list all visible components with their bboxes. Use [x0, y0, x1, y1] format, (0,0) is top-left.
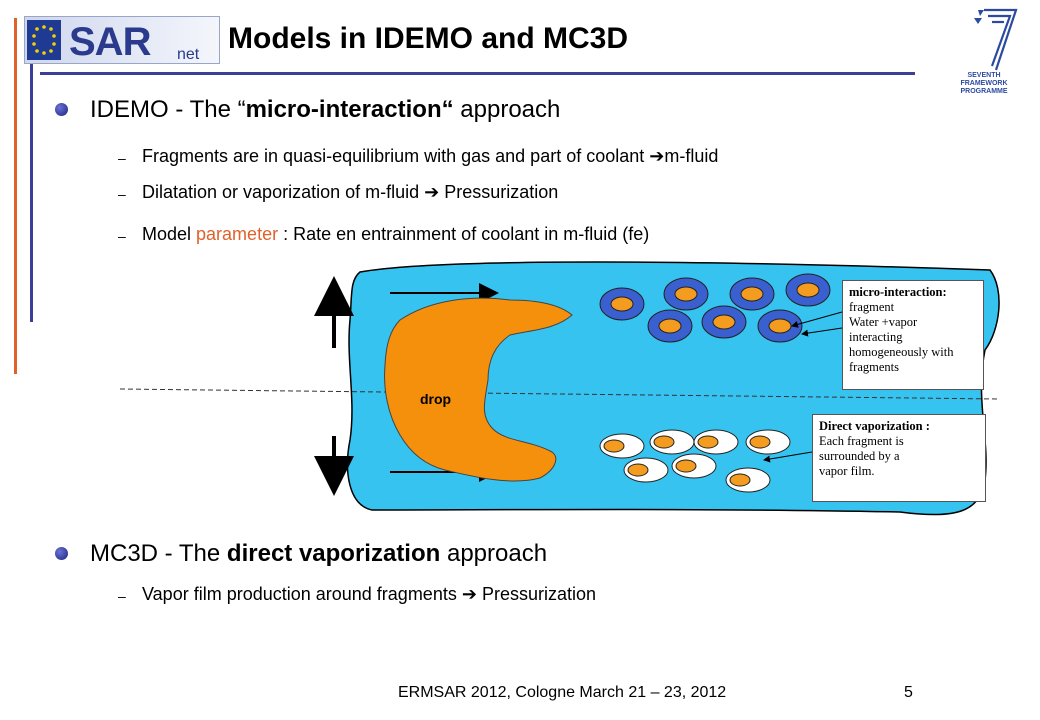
- page-number: 5: [904, 684, 913, 701]
- dash-4: –: [118, 588, 126, 604]
- arrow-icon: ➔: [424, 182, 440, 202]
- drop-label: drop: [420, 391, 452, 407]
- micro-note-line-5: fragments: [849, 360, 899, 374]
- bullet-mc3d: MC3D - The direct vaporization approach: [90, 540, 547, 568]
- fp7-logo: SEVENTH FRAMEWORK PROGRAMME: [944, 6, 1024, 95]
- subitem-vapor-text: Vapor film production around fragments: [142, 584, 462, 604]
- param-pre: Model: [142, 224, 197, 244]
- dash-2: –: [118, 186, 126, 202]
- page-title: Models in IDEMO and MC3D: [228, 22, 629, 55]
- left-blue-rule: [30, 60, 33, 322]
- micro-note-line-4: homogeneously with: [849, 345, 954, 359]
- bullet-dot-mc3d: [55, 547, 68, 560]
- micro-note-line-1: fragment: [849, 300, 895, 314]
- mc3d-post: approach: [440, 540, 548, 567]
- direct-note-line-0: Direct vaporization :: [819, 419, 930, 433]
- subitem-dilatation-text: Dilatation or vaporization of m-fluid: [142, 182, 425, 202]
- idemo-bold: micro-interaction“: [245, 96, 454, 123]
- micro-note-line-0: micro-interaction:: [849, 285, 947, 299]
- fp7-label-2: PROGRAMME: [960, 88, 1008, 95]
- pointer-vapor: [763, 451, 813, 463]
- direct-note-line-1: Each fragment is: [819, 434, 904, 448]
- vapor-fragments: [599, 429, 791, 493]
- arrow-icon: ➔: [461, 584, 477, 604]
- subitem-fragments: Fragments are in quasi-equilibrium with …: [142, 146, 718, 167]
- title-underline: [40, 72, 915, 75]
- svg-text:net: net: [177, 46, 200, 63]
- param-highlight: parameter: [196, 224, 279, 244]
- direct-note-line-2: surrounded by a: [819, 449, 900, 463]
- direct-vaporization-note: Direct vaporization : Each fragment is s…: [812, 414, 986, 502]
- subitem-fragments-tail: m-fluid: [664, 146, 719, 166]
- direct-note-line-3: vapor film.: [819, 464, 875, 478]
- micro-fragments: [599, 273, 831, 343]
- micro-note-line-2: Water +vapor: [849, 315, 918, 329]
- subitem-vapor-tail: Pressurization: [476, 584, 596, 604]
- subitem-fragments-text: Fragments are in quasi-equilibrium with …: [142, 146, 650, 166]
- idemo-post: approach: [453, 96, 561, 123]
- fp7-seven-icon: [974, 8, 1018, 71]
- arrow-icon: ➔: [649, 146, 665, 166]
- left-red-rule: [14, 18, 17, 374]
- footer-text: ERMSAR 2012, Cologne March 21 – 23, 2012: [398, 684, 727, 701]
- subitem-dilatation-tail: Pressurization: [439, 182, 559, 202]
- pointer-water: [801, 327, 843, 337]
- drop-shape: [384, 297, 573, 482]
- subitem-vapor-film: Vapor film production around fragments ➔…: [142, 584, 596, 605]
- level-line: [119, 388, 1001, 400]
- subitem-parameter: Model parameter : Rate en entrainment of…: [142, 224, 649, 245]
- eu-flag-icon: SAR net: [27, 20, 200, 63]
- fp7-label-1: SEVENTH FRAMEWORK: [960, 72, 1008, 87]
- micro-interaction-note: micro-interaction: fragment Water +vapor…: [842, 280, 984, 390]
- svg-text:SAR: SAR: [69, 20, 152, 63]
- mc3d-bold: direct vaporization: [226, 540, 441, 567]
- bullet-dot-idemo: [55, 103, 68, 116]
- dash-3: –: [118, 228, 126, 244]
- bullet-idemo: IDEMO - The “micro-interaction“ approach: [90, 96, 560, 124]
- param-post: : Rate en entrainment of coolant in m-fl…: [278, 224, 650, 244]
- sarnet-logo: SAR net: [24, 16, 220, 64]
- dash-1: –: [118, 150, 126, 166]
- subitem-dilatation: Dilatation or vaporization of m-fluid ➔ …: [142, 182, 558, 203]
- pointer-fragment: [791, 311, 843, 328]
- mc3d-pre: MC3D - The: [90, 540, 227, 567]
- micro-note-line-3: interacting: [849, 330, 903, 344]
- idemo-pre: IDEMO - The “: [90, 96, 246, 123]
